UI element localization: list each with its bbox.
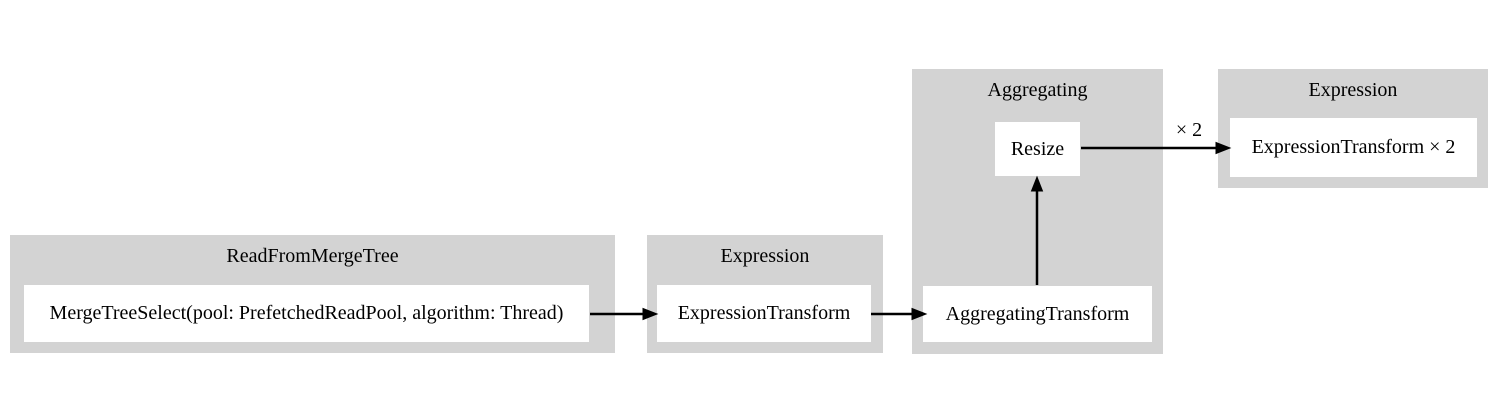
cluster-title-expression-1: Expression — [720, 245, 810, 267]
node-resize: Resize — [995, 122, 1080, 176]
cluster-title-aggregating: Aggregating — [987, 79, 1088, 101]
cluster-expression-1: Expression ExpressionTransform — [647, 235, 883, 353]
cluster-expression-2: Expression ExpressionTransform × 2 — [1218, 69, 1488, 188]
node-merge-tree-select: MergeTreeSelect(pool: PrefetchedReadPool… — [24, 285, 589, 342]
node-aggregating-transform: AggregatingTransform — [923, 286, 1152, 342]
cluster-title-expression-2: Expression — [1308, 79, 1398, 101]
cluster-title-read-from-merge-tree: ReadFromMergeTree — [226, 245, 399, 267]
cluster-aggregating: Aggregating Resize AggregatingTransform — [912, 69, 1163, 354]
node-expression-transform-x2: ExpressionTransform × 2 — [1230, 118, 1477, 177]
edge-multiplier-label: × 2 — [1175, 119, 1203, 141]
node-expression-transform: ExpressionTransform — [657, 285, 871, 342]
cluster-read-from-merge-tree: ReadFromMergeTree MergeTreeSelect(pool: … — [10, 235, 615, 353]
